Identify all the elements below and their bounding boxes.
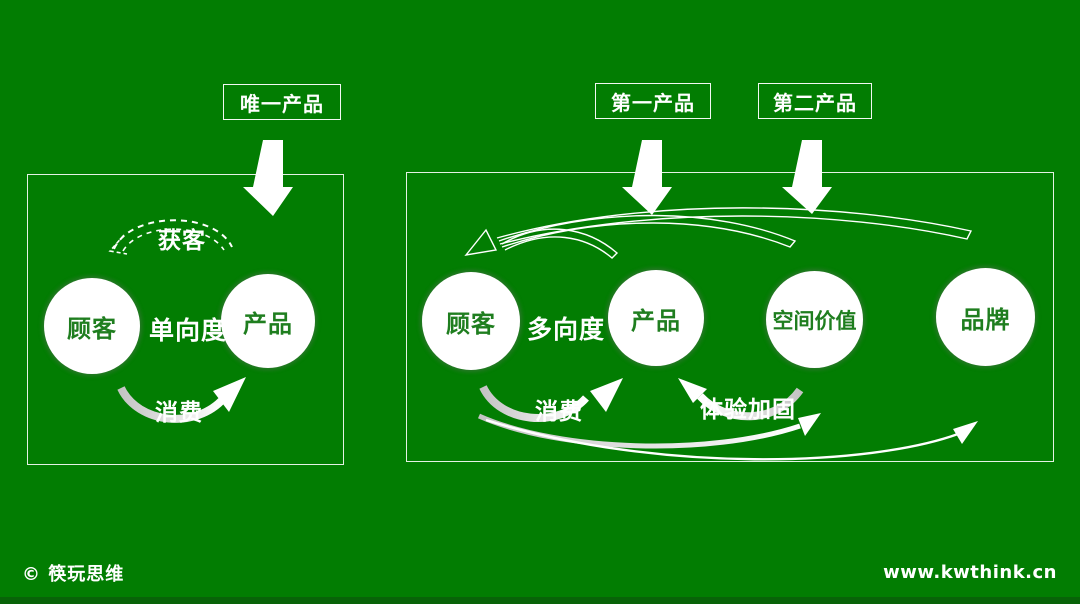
customer-circle-right: 顾客: [422, 272, 520, 370]
product-circle-left: 产品: [221, 274, 315, 368]
bottom-strip: [0, 597, 1080, 604]
space-value-circle-label: 空间价值: [772, 308, 857, 333]
acquire-label: 获客: [158, 228, 206, 254]
label-sole-product-text: 唯一产品: [240, 91, 324, 116]
footer-copyright: © 筷玩思维: [22, 564, 125, 585]
one-dimension-label: 单向度: [149, 316, 228, 345]
label-first-product: 第一产品: [595, 83, 711, 119]
customer-circle-left-label: 顾客: [67, 314, 117, 343]
product-circle-right-label: 产品: [631, 306, 681, 335]
multi-product-panel: [406, 172, 1054, 462]
product-circle-right: 产品: [608, 270, 704, 366]
label-sole-product: 唯一产品: [223, 84, 341, 120]
customer-circle-left: 顾客: [44, 278, 140, 374]
reinforce-label: 体验加固: [700, 397, 796, 423]
product-circle-left-label: 产品: [243, 309, 293, 338]
label-second-product: 第二产品: [758, 83, 872, 119]
single-product-panel: [27, 174, 344, 465]
multi-dimension-label: 多向度: [527, 315, 606, 344]
brand-circle: 品牌: [936, 268, 1035, 366]
customer-circle-right-label: 顾客: [446, 309, 496, 338]
label-first-product-text: 第一产品: [611, 90, 695, 115]
consume-label-right: 消费: [535, 399, 583, 425]
space-value-circle: 空间价值: [766, 271, 863, 368]
brand-circle-label: 品牌: [960, 305, 1011, 334]
consume-label-left: 消费: [155, 400, 203, 426]
label-second-product-text: 第二产品: [773, 90, 857, 115]
footer-website: www.kwthink.cn: [883, 562, 1057, 583]
